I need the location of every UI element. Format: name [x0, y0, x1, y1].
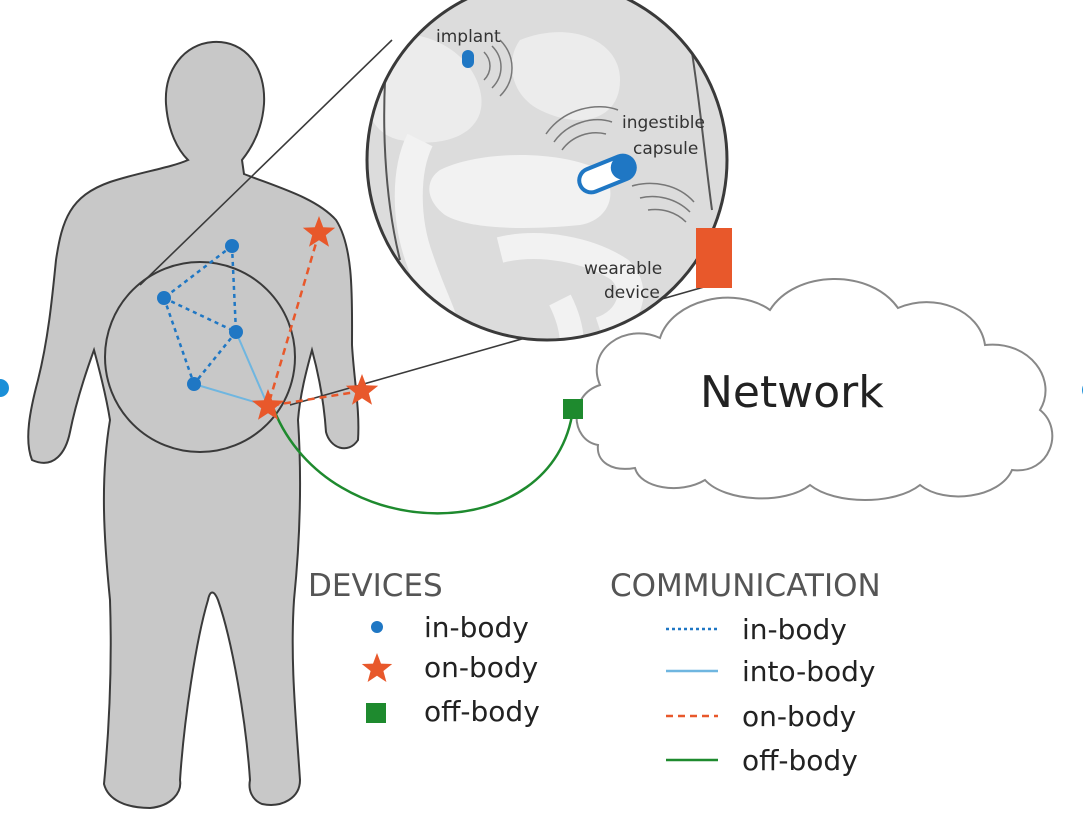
in-body-device [187, 377, 201, 391]
legend-dot-icon [371, 621, 383, 633]
human-body-silhouette [27, 40, 360, 810]
in-body-device [229, 325, 243, 339]
legend-device-label: in-body [424, 611, 529, 644]
on-body-links [266, 232, 363, 408]
implant-signal-icon [483, 39, 513, 97]
on-body-device-star [345, 374, 379, 405]
legend-communication-label: into-body [742, 655, 876, 688]
wearable-label-line1: wearable [584, 259, 662, 279]
legend-communication-title: COMMUNICATION [610, 568, 881, 604]
on-body-device-star [302, 216, 336, 247]
legend-communication-label: on-body [742, 700, 856, 733]
network-label: Network [700, 367, 884, 418]
off-body-device [563, 399, 583, 419]
capsule-label-line1: ingestible [622, 113, 705, 133]
ingestible-capsule-device [577, 153, 637, 195]
prev-slide-indicator[interactable] [0, 379, 9, 397]
legend-device-label: off-body [424, 695, 540, 728]
on-body-device-star [251, 389, 285, 420]
in-body-device [225, 239, 239, 253]
wearable-device [696, 228, 732, 288]
legend-device-label: on-body [424, 651, 538, 684]
legend-star-icon [361, 653, 393, 682]
legend-square-icon [366, 703, 386, 723]
zoom-connector-upper [139, 39, 393, 286]
implant-device [462, 50, 474, 68]
implant-label: implant [436, 27, 501, 47]
legend-devices: DEVICES in-body on-body off-body [308, 568, 540, 728]
legend-communication-label: off-body [742, 744, 858, 777]
in-body-links [162, 245, 238, 385]
legend-communication-label: in-body [742, 613, 847, 646]
capsule-label-line2: capsule [633, 139, 698, 159]
legend-communication: COMMUNICATION in-body into-body on-body … [610, 568, 881, 777]
in-body-device [157, 291, 171, 305]
zoom-inset: implant ingestible capsule wearable devi… [365, 0, 732, 342]
torso-focus-circle [104, 261, 296, 453]
in-body-devices [157, 239, 243, 391]
network-cloud: Network [575, 278, 1054, 501]
off-body-link [272, 408, 575, 515]
on-body-devices [251, 216, 379, 420]
legend-devices-title: DEVICES [308, 568, 443, 604]
wearable-signal-icon [631, 182, 695, 223]
capsule-signal-icon [545, 105, 619, 151]
wearable-label-line2: device [604, 283, 660, 303]
